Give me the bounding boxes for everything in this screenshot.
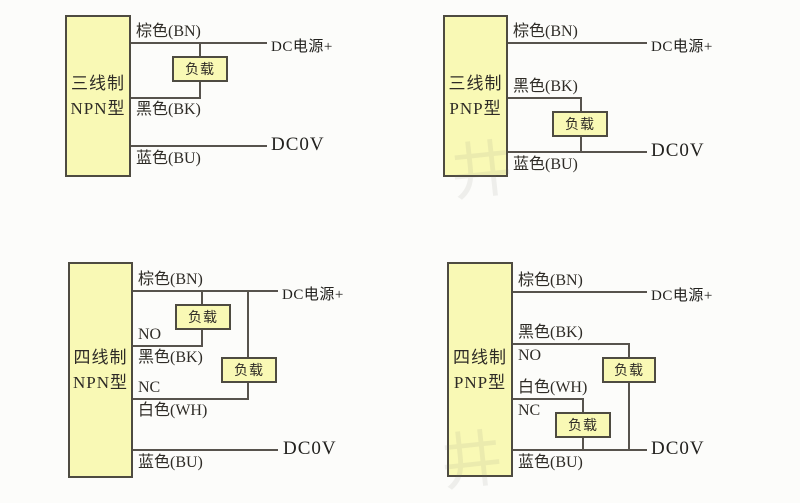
wire-label-brown: 棕色(BN): [136, 23, 201, 40]
sensor-title-line1: 四线制: [453, 347, 507, 367]
sensor-title-line1: 三线制: [71, 74, 125, 93]
wire-blue: [131, 449, 278, 451]
terminal-dc-0v: DC0V: [651, 140, 705, 161]
contact-label-no: NO: [518, 347, 542, 364]
wire-black: [506, 97, 582, 99]
load-box-no: 负载: [175, 304, 231, 330]
sensor-title-line1: 四线制: [73, 348, 128, 367]
sensor-box: 四线制 NPN型: [68, 262, 133, 478]
wire-label-blue: 蓝色(BU): [138, 454, 203, 471]
load-drop-wire-no: [628, 343, 630, 451]
sensor-title-line1: 三线制: [448, 74, 503, 93]
sensor-title-line2: PNP型: [453, 372, 507, 392]
wire-black: [511, 343, 630, 345]
wire-label-white: 白色(WH): [518, 379, 588, 396]
load-box-nc: 负载: [221, 357, 277, 383]
wire-black: [131, 345, 203, 347]
wire-white: [131, 398, 249, 400]
wire-blue: [506, 151, 647, 153]
terminal-dc-plus: DC电源+: [271, 39, 333, 55]
wire-label-blue: 蓝色(BU): [136, 150, 201, 167]
wire-blue: [511, 449, 647, 451]
wire-brown: [506, 42, 647, 44]
wire-label-black: 黑色(BK): [138, 349, 203, 366]
sensor-box: 三线制 NPN型: [65, 15, 131, 177]
load-drop-wire-nc: [247, 290, 249, 400]
wire-label-blue: 蓝色(BU): [513, 156, 578, 173]
load-box: 负载: [172, 56, 228, 82]
wire-label-white: 白色(WH): [138, 402, 208, 419]
contact-label-nc: NC: [138, 379, 161, 396]
wire-label-blue: 蓝色(BU): [518, 454, 583, 471]
sensor-title-line2: NPN型: [72, 373, 128, 392]
terminal-dc-plus: DC电源+: [651, 39, 713, 55]
sensor-title-line2: NPN型: [70, 99, 126, 118]
wire-white: [511, 398, 584, 400]
terminal-dc-0v: DC0V: [271, 134, 325, 155]
wire-brown: [131, 290, 278, 292]
terminal-dc-0v: DC0V: [651, 438, 705, 459]
sensor-title-line2: PNP型: [449, 99, 502, 118]
terminal-dc-plus: DC电源+: [651, 288, 713, 304]
sensor-box: 三线制 PNP型: [443, 15, 508, 177]
wire-blue: [131, 145, 267, 147]
load-box-no: 负载: [602, 357, 656, 383]
wire-label-brown: 棕色(BN): [518, 272, 583, 289]
contact-label-no: NO: [138, 326, 162, 343]
wire-label-brown: 棕色(BN): [513, 23, 578, 40]
wire-black: [131, 97, 201, 99]
contact-label-nc: NC: [518, 402, 541, 419]
wire-brown: [511, 291, 647, 293]
terminal-dc-plus: DC电源+: [282, 287, 344, 303]
wire-label-black: 黑色(BK): [513, 78, 578, 95]
load-box: 负载: [552, 111, 608, 137]
terminal-dc-0v: DC0V: [283, 438, 337, 459]
wire-label-brown: 棕色(BN): [138, 271, 203, 288]
wire-label-black: 黑色(BK): [518, 324, 583, 341]
sensor-box: 四线制 PNP型: [447, 262, 513, 477]
load-box-nc: 负载: [555, 412, 611, 438]
wire-label-black: 黑色(BK): [136, 101, 201, 118]
